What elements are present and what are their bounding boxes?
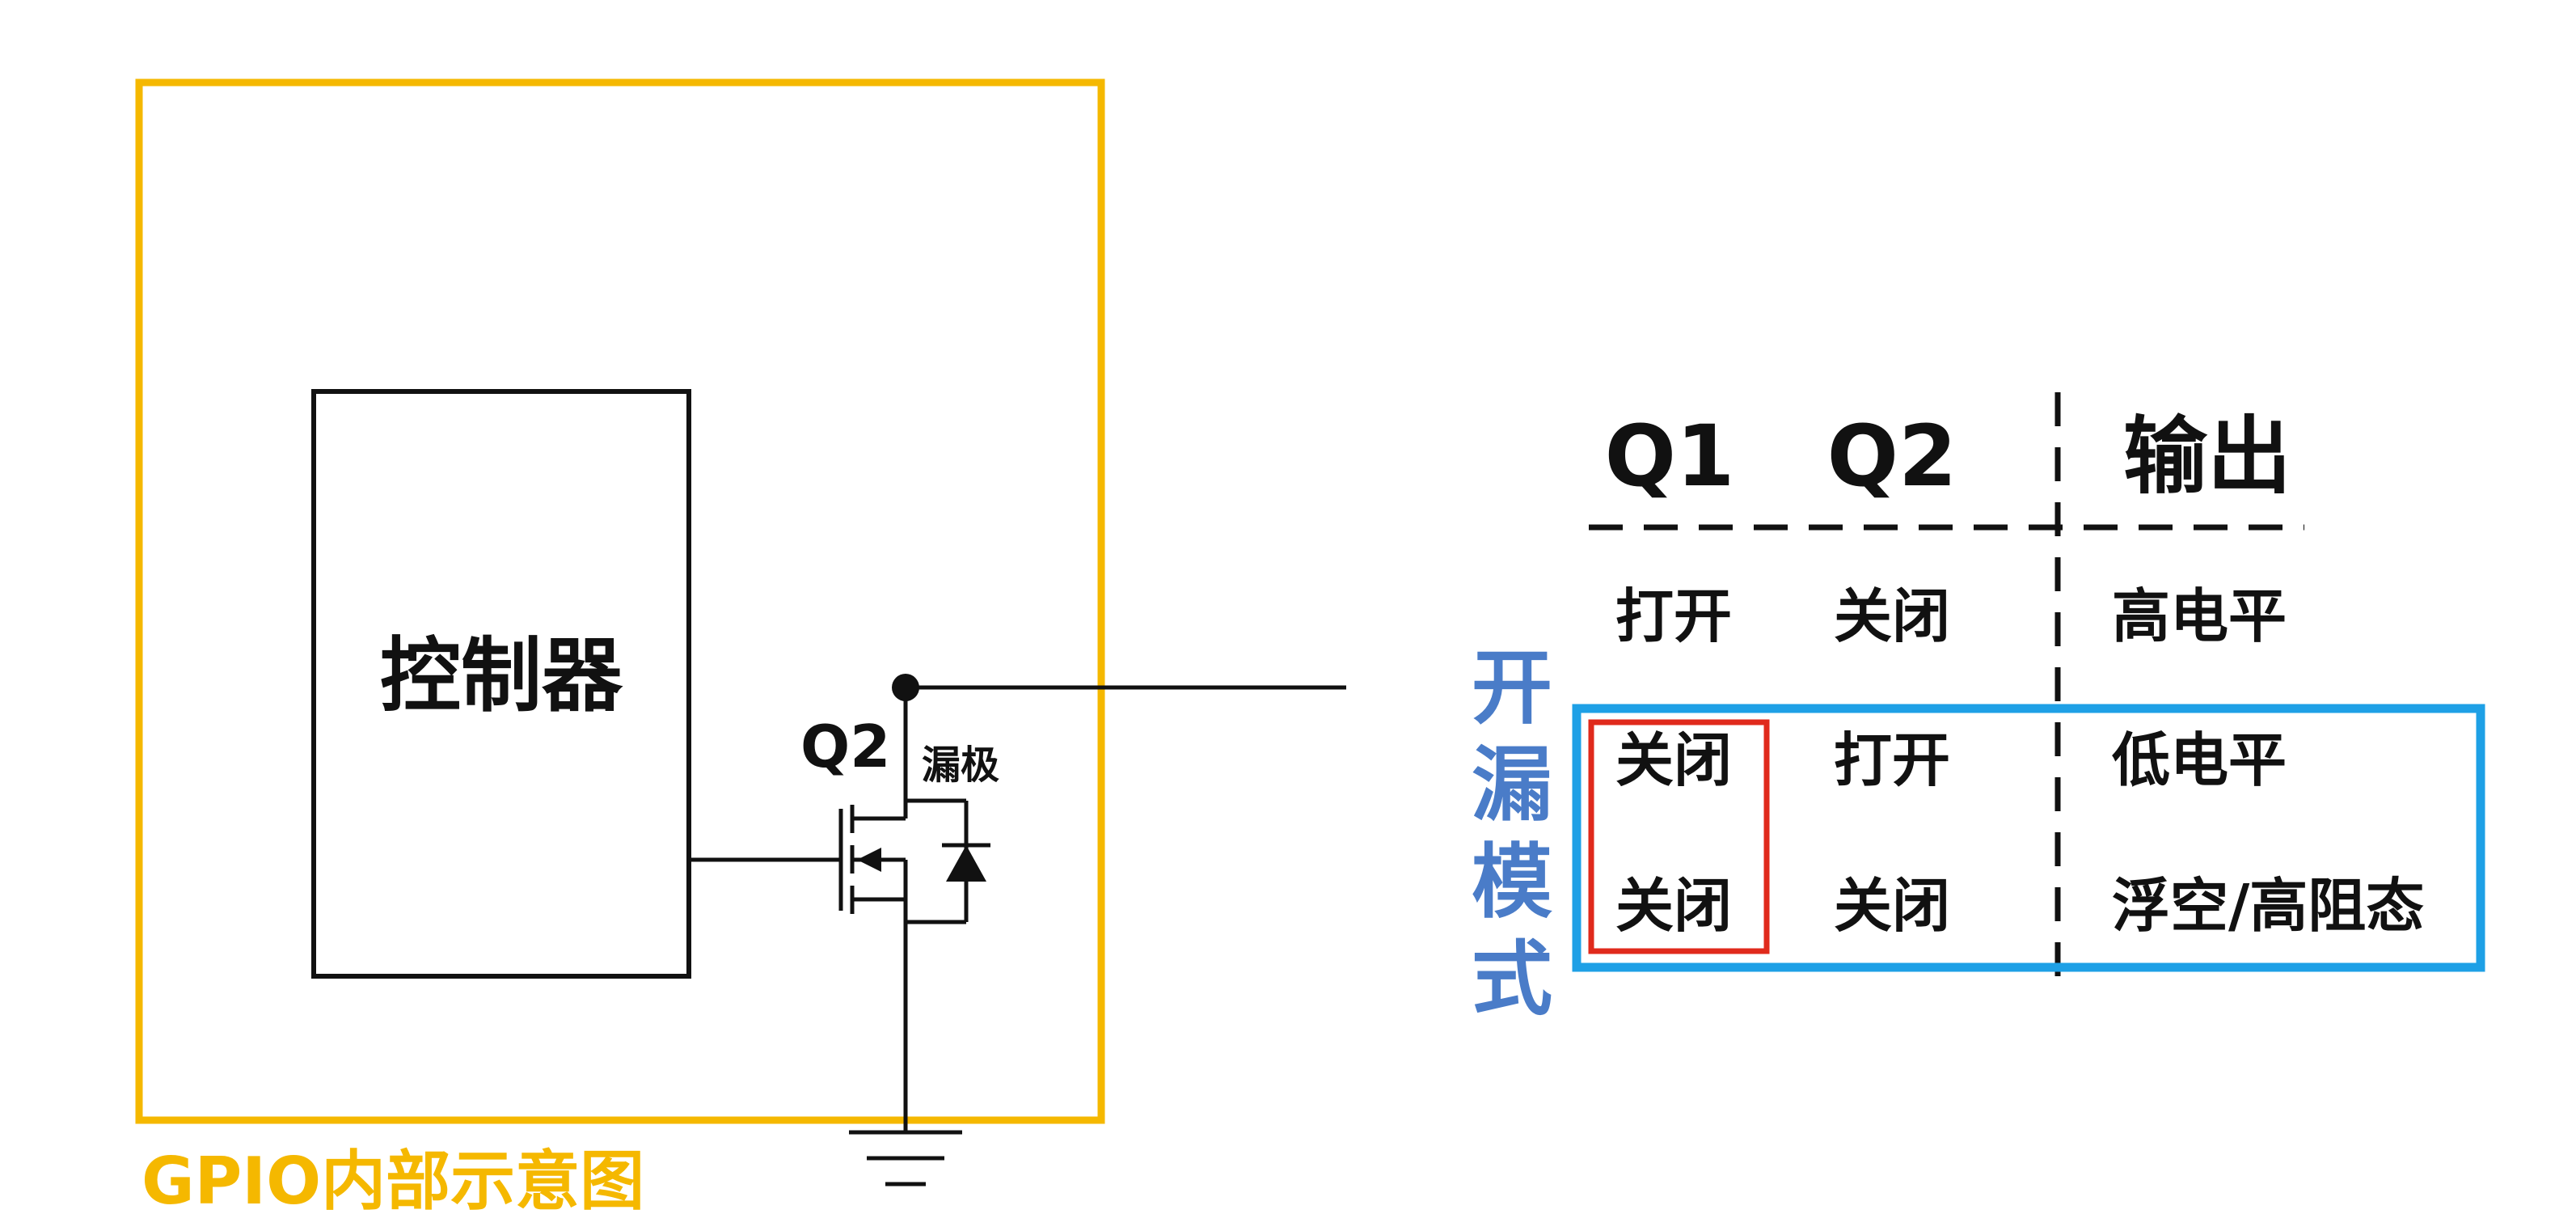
table-cell-r2-q2: 打开 (1834, 726, 1950, 794)
ground-icon (849, 1130, 962, 1187)
q1-off-highlight (1588, 719, 1770, 954)
table-cell-r2-q1: 关闭 (1615, 726, 1732, 794)
transistor-label: Q2 (800, 713, 890, 780)
mode-label-char-4: 式 (1472, 932, 1552, 1026)
controller-block (311, 389, 691, 979)
n-channel-mosfet-icon (838, 687, 908, 1132)
gpio-frame-label: GPIO内部示意图 (141, 1144, 644, 1214)
table-cell-r1-q2: 关闭 (1834, 582, 1950, 650)
table-cell-r3-q2: 关闭 (1834, 872, 1950, 940)
table-cell-r3-q1: 关闭 (1615, 872, 1732, 940)
table-header-q1: Q1 (1605, 407, 1735, 505)
table-cell-r3-output: 浮空/高阻态 (2112, 872, 2424, 940)
drain-label: 漏极 (922, 742, 999, 788)
mode-label-char-1: 开 (1472, 641, 1552, 735)
controller-label: 控制器 (380, 628, 623, 723)
gpio-frame (135, 78, 1105, 1124)
table-header-q2: Q2 (1827, 407, 1957, 505)
body-diode-icon (906, 798, 990, 924)
table-cell-r1-q1: 打开 (1615, 582, 1732, 650)
open-drain-mode-box (1572, 704, 2485, 972)
mode-label-char-2: 漏 (1472, 738, 1552, 832)
table-cell-r1-output: 高电平 (2112, 582, 2287, 650)
mode-label-char-3: 模 (1472, 835, 1552, 929)
table-header-output: 输出 (2123, 407, 2291, 505)
table-cell-r2-output: 低电平 (2112, 726, 2287, 794)
